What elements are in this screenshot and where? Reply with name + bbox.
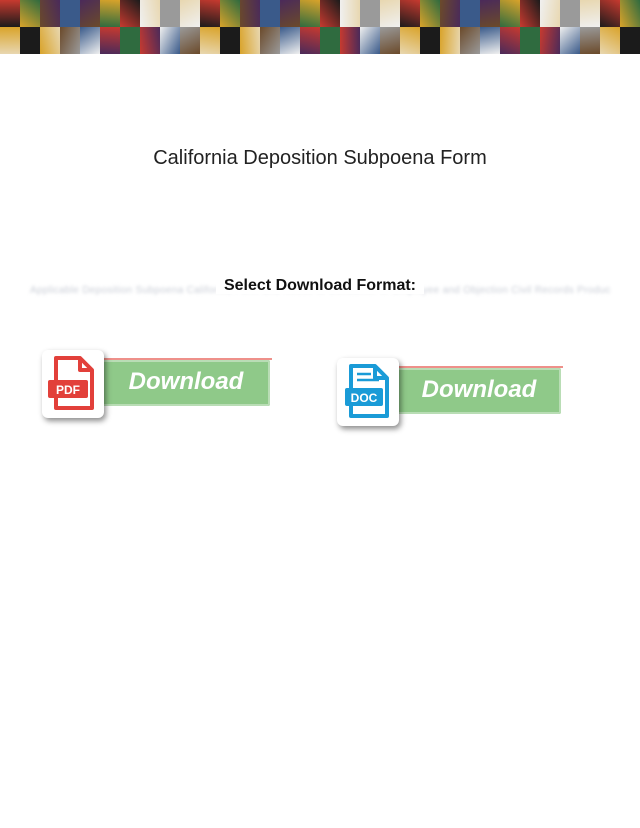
banner-tile [500,0,520,27]
banner-tile [400,0,420,27]
banner-tile [520,0,540,27]
banner-tile [440,0,460,27]
banner-tile [20,27,40,54]
banner-tile [560,0,580,27]
banner-tile [320,0,340,27]
banner-tile [500,27,520,54]
banner-tile [320,27,340,54]
banner-tile [280,27,300,54]
banner-tile [340,27,360,54]
banner-tile [480,27,500,54]
banner-tile [380,27,400,54]
banner-tile [240,27,260,54]
banner-tile [120,27,140,54]
banner-tile [460,27,480,54]
banner-tile [140,0,160,27]
format-heading: Select Download Format: [0,277,640,295]
banner-tile [140,27,160,54]
banner-tile [20,0,40,27]
banner-tile [80,27,100,54]
banner-tile [100,27,120,54]
doc-file-icon[interactable]: DOC [337,358,399,426]
banner-tile [360,0,380,27]
pdf-icon: PDF [48,356,94,410]
doc-icon: DOC [345,364,389,418]
pdf-download[interactable]: Download PDF [40,346,272,420]
banner-tile [0,27,20,54]
banner-tile [560,27,580,54]
banner-tile [180,0,200,27]
pdf-download-button[interactable]: Download [100,358,272,406]
banner-tile [540,0,560,27]
banner-tile [360,27,380,54]
banner-tile [600,0,620,27]
pdf-file-icon[interactable]: PDF [42,350,104,418]
format-heading-label: Select Download Format: [215,277,425,294]
banner-tile [620,27,640,54]
banner-tile [200,27,220,54]
banner-tile [420,0,440,27]
doc-type-label: DOC [351,391,378,405]
banner-tile [160,0,180,27]
doc-download-label: Download [421,376,537,403]
page-title: California Deposition Subpoena Form [153,147,487,169]
banner-tile [440,27,460,54]
doc-download[interactable]: Download DOC [335,354,565,430]
banner-tile [40,27,60,54]
banner-tile [300,27,320,54]
pdf-download-label: Download [128,368,244,395]
banner-tile [40,0,60,27]
header-banner-image [0,0,640,54]
banner-tile [400,27,420,54]
banner-tile [300,0,320,27]
banner-tile [620,0,640,27]
banner-tile [600,27,620,54]
banner-tile [380,0,400,27]
banner-tile [80,0,100,27]
banner-tile [160,27,180,54]
banner-tile [540,27,560,54]
banner-tile [280,0,300,27]
pdf-type-label: PDF [56,383,80,397]
banner-tile [580,27,600,54]
banner-tile [180,27,200,54]
banner-tile [0,0,20,27]
banner-tile [220,0,240,27]
banner-tile [260,27,280,54]
banner-tile [200,0,220,27]
banner-tile [420,27,440,54]
banner-tile [480,0,500,27]
banner-tile [240,0,260,27]
banner-tile [60,27,80,54]
banner-tile [460,0,480,27]
banner-tile [100,0,120,27]
doc-download-button[interactable]: Download [395,366,563,414]
banner-tile [60,0,80,27]
banner-tile [520,27,540,54]
banner-tile [120,0,140,27]
banner-tile [340,0,360,27]
banner-tile [260,0,280,27]
banner-tile [220,27,240,54]
banner-tile [580,0,600,27]
